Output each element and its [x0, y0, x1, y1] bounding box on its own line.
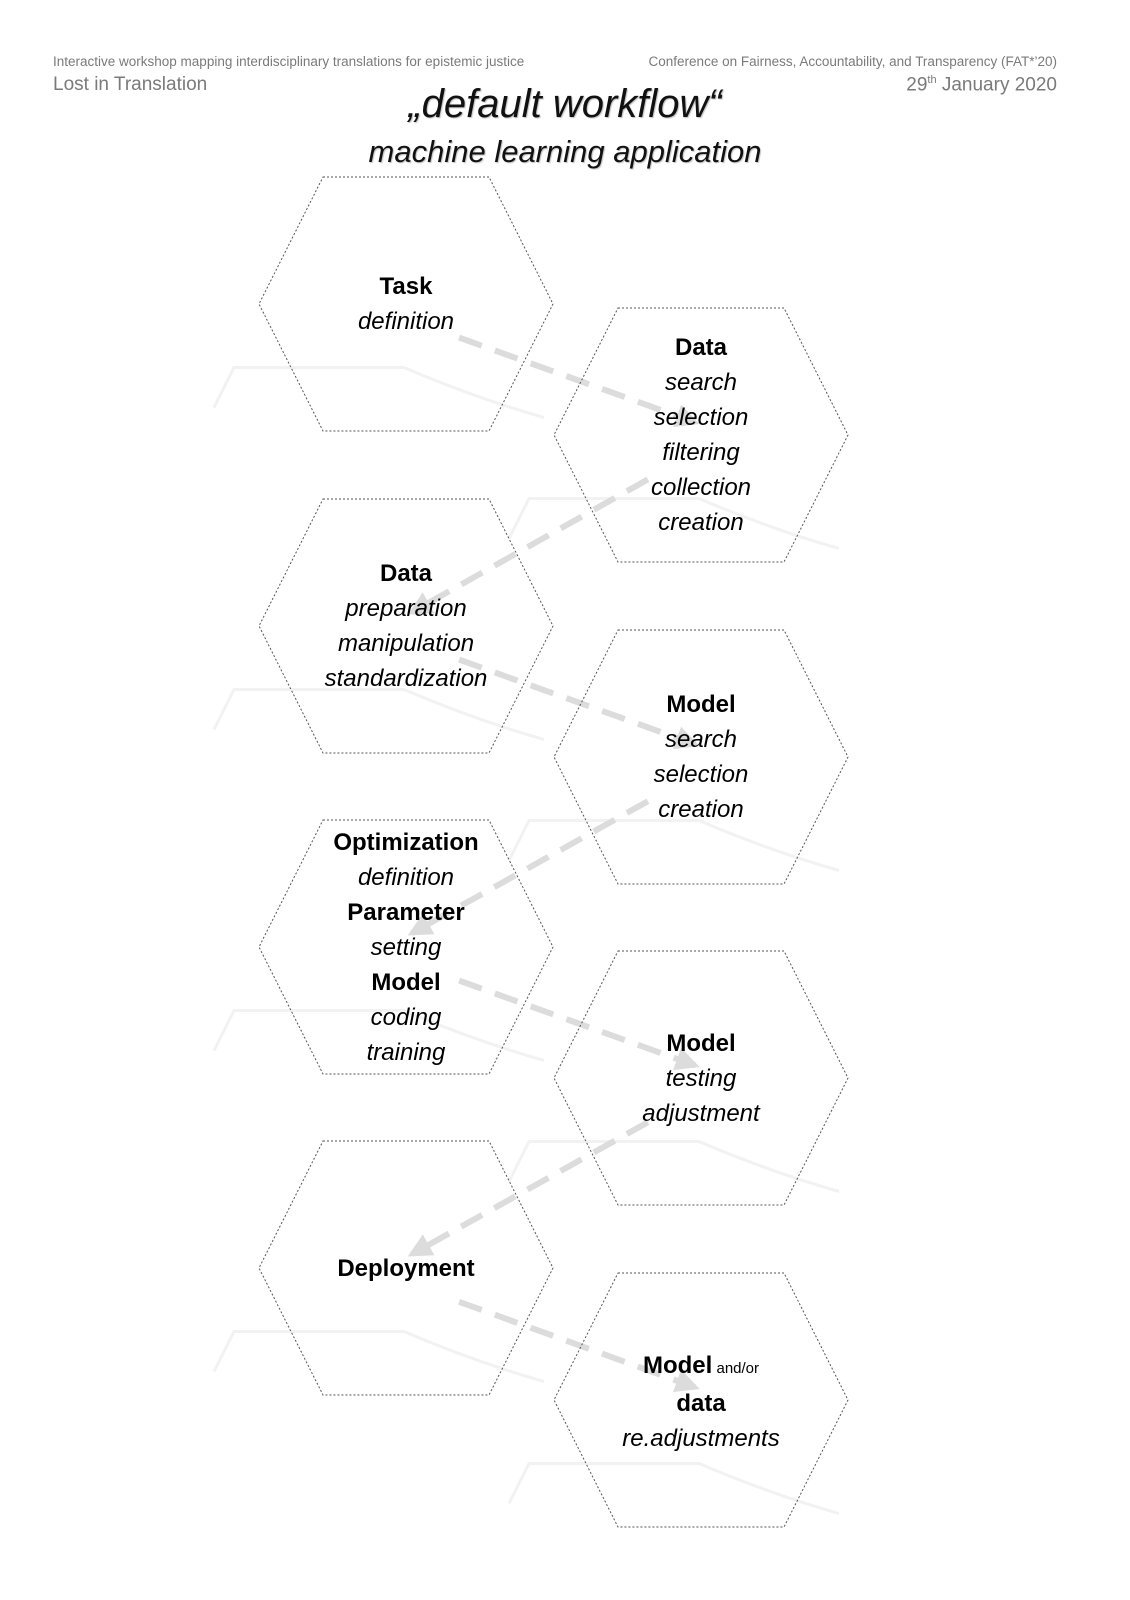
step-line: Data: [674, 334, 728, 361]
step-label-4: Model search selection creation: [554, 687, 848, 827]
step-line: Model: [642, 1351, 713, 1379]
flow-arrow: [458, 656, 700, 750]
step-line: standardization: [324, 665, 488, 692]
flow-arrow: [407, 1119, 650, 1257]
flow-arrow: [407, 798, 650, 936]
step-line: re.adjustments: [622, 1424, 780, 1452]
step-line: definition: [357, 863, 455, 891]
step-line: creation: [658, 509, 744, 536]
step-line: Model: [371, 968, 441, 996]
step-line: preparation: [345, 595, 467, 622]
hexagon-step-2: [553, 307, 849, 563]
workshop-title: Lost in Translation: [53, 74, 208, 95]
hexagon-step-3: [258, 498, 554, 754]
step-line: search: [664, 726, 738, 753]
hexagon-step-8: [553, 1272, 849, 1528]
step-label-8: Model and/or data re.adjustments: [554, 1348, 848, 1456]
step-line: training: [366, 1038, 446, 1066]
background-shape: [507, 1462, 840, 1515]
hexagon-step-4: [553, 629, 849, 885]
background-shape: [212, 1009, 545, 1062]
step-line: search: [664, 369, 738, 396]
flow-arrow: [458, 1298, 700, 1393]
background-shape: [507, 819, 840, 872]
flow-arrows: [407, 334, 700, 1393]
step-line: Model: [666, 1029, 736, 1057]
background-shape: [212, 366, 545, 419]
flow-arrow: [407, 476, 650, 615]
step-line: Data: [379, 560, 433, 587]
step-line: filtering: [662, 439, 740, 466]
date-day: 29: [906, 74, 928, 96]
step-line: Optimization: [333, 828, 479, 856]
background-shapes: [212, 366, 840, 1515]
hexagon-step-1: [258, 176, 554, 432]
conference-name: Conference on Fairness, Accountability, …: [648, 54, 1057, 69]
step-line-suffix: and/or: [712, 1359, 760, 1377]
flow-arrow: [458, 977, 700, 1071]
workshop-subtitle: Interactive workshop mapping interdiscip…: [53, 54, 525, 69]
step-line: Task: [379, 273, 433, 300]
step-line: data: [676, 1389, 726, 1417]
step-line: coding: [370, 1003, 442, 1031]
step-label-3: Data preparation manipulation standardizati…: [259, 556, 553, 696]
conference-date: 29th January 2020: [906, 74, 1057, 96]
step-line: Model: [666, 691, 736, 718]
date-suffix: th: [927, 74, 937, 86]
step-line: setting: [370, 933, 442, 961]
background-shape: [507, 497, 840, 550]
hexagon-step-7: [258, 1140, 554, 1396]
hexagon-step-5: [258, 819, 554, 1075]
step-line: Deployment: [337, 1254, 475, 1282]
step-line: testing: [665, 1064, 737, 1092]
step-label-1: Task definition: [259, 269, 553, 339]
step-line: creation: [658, 796, 744, 823]
date-rest: January 2020: [936, 74, 1057, 96]
step-label-7: Deployment: [259, 1251, 553, 1286]
step-line: definition: [357, 308, 455, 335]
background-shape: [212, 1330, 545, 1383]
flow-arrow: [458, 334, 700, 428]
hexagon-step-6: [553, 950, 849, 1206]
page-subtitle: machine learning application: [368, 134, 762, 169]
hexagon-outlines: [258, 176, 849, 1528]
step-line: selection: [653, 761, 749, 788]
step-line: selection: [653, 404, 749, 431]
step-line: Parameter: [347, 898, 465, 926]
page-title: „default workflow“: [408, 82, 722, 126]
step-line-with-suffix: Model and/or: [554, 1348, 848, 1386]
background-shape: [507, 1140, 840, 1193]
step-label-6: Model testing adjustment: [554, 1026, 848, 1131]
step-line: manipulation: [337, 630, 475, 657]
background-shape: [212, 688, 545, 741]
step-line: adjustment: [642, 1099, 760, 1127]
step-label-2: Data search selection filtering collection cr…: [554, 330, 848, 540]
step-line: collection: [650, 474, 752, 501]
